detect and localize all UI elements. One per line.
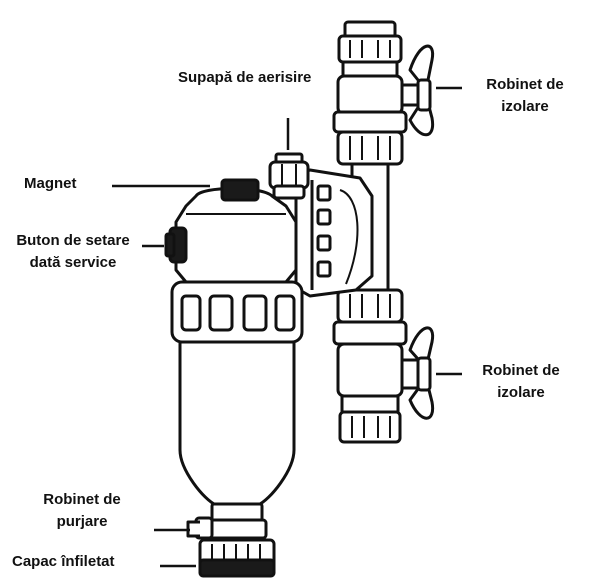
label-air-valve-text: Supapă de aerisire [178, 69, 312, 86]
label-threaded-cap-text: Capac înfiletat [12, 553, 115, 570]
label-isolation-valve-top: Robinet de izolare [470, 74, 580, 118]
filter-collar [170, 280, 304, 344]
label-purge-valve: Robinet de purjare [20, 489, 144, 533]
label-service-button-line1: Buton de setare [16, 232, 130, 249]
label-magnet-text: Magnet [24, 175, 77, 192]
label-isolation-top-line1: Robinet de [486, 76, 564, 93]
bottom-isolation-valve [332, 288, 435, 444]
label-air-valve: Supapă de aerisire [178, 67, 311, 89]
label-purge-valve-line1: Robinet de [43, 491, 121, 508]
top-isolation-valve [332, 20, 435, 166]
filter-canister [178, 340, 296, 507]
filter-neck [206, 502, 268, 540]
service-button-knob [164, 226, 188, 264]
magnet-cap [220, 178, 260, 202]
filter-top-cap [174, 187, 298, 284]
threaded-cap [198, 538, 276, 578]
label-magnet: Magnet [24, 173, 77, 195]
label-isolation-bottom-line2: izolare [497, 384, 545, 401]
label-service-button-line2: dată service [29, 254, 117, 271]
air-valve [268, 152, 310, 200]
label-service-button: Buton de setare dată service [4, 230, 142, 274]
label-isolation-valve-bottom: Robinet de izolare [466, 360, 576, 404]
union-nut [294, 168, 374, 298]
label-isolation-top-line2: izolare [501, 98, 549, 115]
label-purge-valve-line2: purjare [56, 513, 108, 530]
purge-valve [186, 516, 214, 540]
label-isolation-bottom-line1: Robinet de [482, 362, 560, 379]
label-threaded-cap: Capac înfiletat [12, 551, 115, 573]
